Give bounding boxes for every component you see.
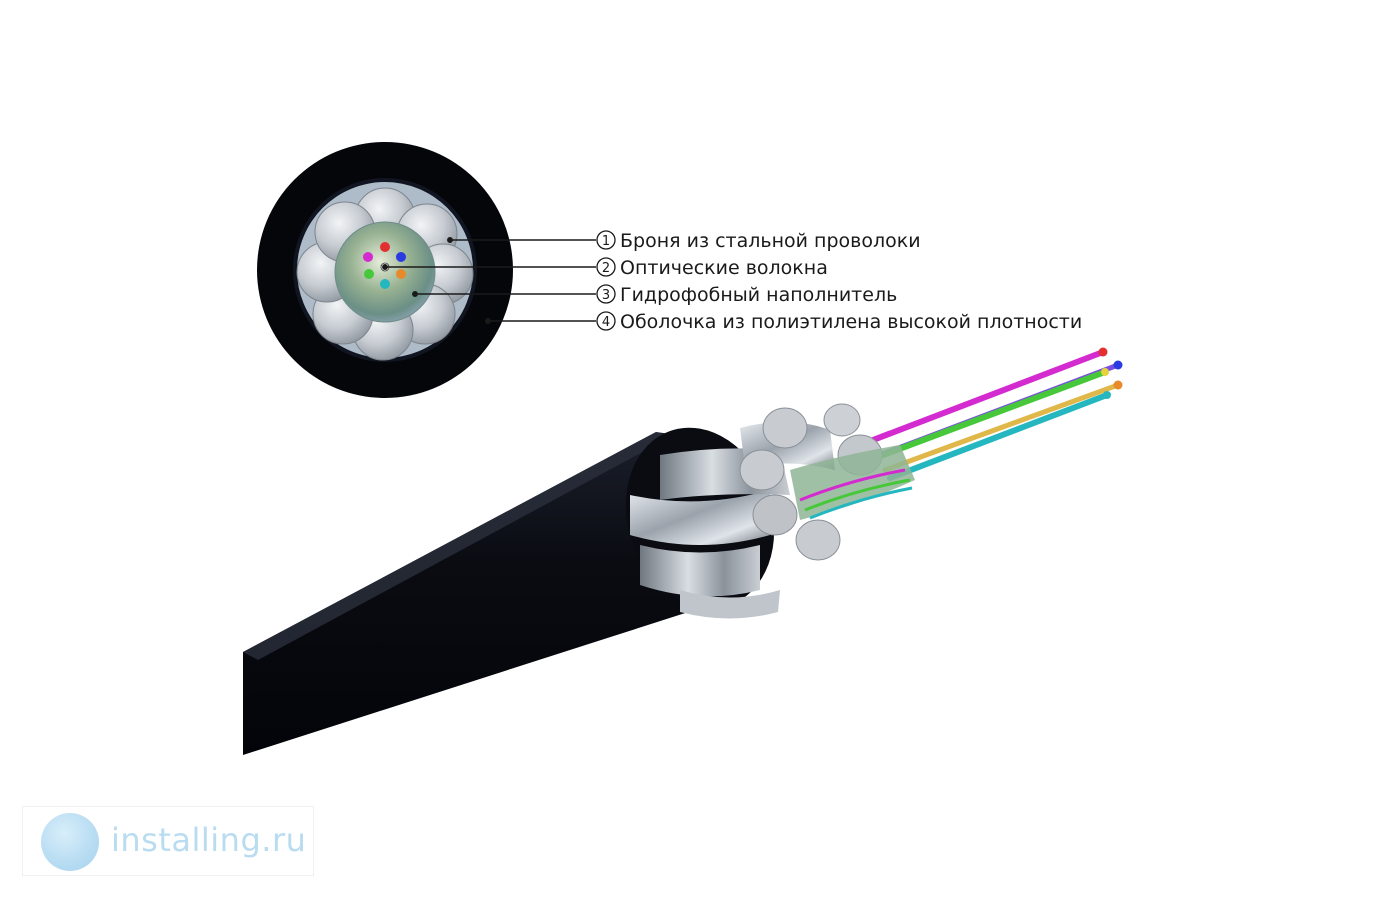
fiber-magenta <box>857 349 1106 448</box>
leader-lines <box>382 237 596 324</box>
watermark-text: installing.ru <box>111 821 307 859</box>
site-logo-icon <box>41 813 99 871</box>
optical-fibers-3d <box>857 347 1123 481</box>
fiber-in-filler <box>804 478 911 512</box>
callout-2: 2 Оптические волокна <box>596 257 828 279</box>
callout-label: Гидрофобный наполнитель <box>620 284 897 306</box>
steel-strand <box>630 490 770 545</box>
steel-wire-end <box>752 494 798 536</box>
callout-number: 3 <box>602 288 610 303</box>
fiber-dot <box>363 252 373 262</box>
steel-strand <box>640 545 760 597</box>
fiber-tip <box>1098 347 1108 357</box>
callout-label: Оболочка из полиэтилена высокой плотност… <box>620 311 1082 333</box>
fiber-dot <box>396 269 406 279</box>
steel-wires-3d <box>630 403 883 619</box>
callout-label: Оптические волокна <box>620 257 828 279</box>
fiber-dot <box>364 269 374 279</box>
steel-strand <box>680 590 780 619</box>
steel-wire-end <box>762 407 808 449</box>
cable-3d-view <box>243 347 1123 755</box>
fiber-tip <box>1101 368 1109 376</box>
watermark: installing.ru <box>22 806 314 876</box>
callout-number-circle <box>596 257 616 277</box>
callout-label: Броня из стальной проволоки <box>620 230 921 252</box>
callout-4: 4 Оболочка из полиэтилена высокой плотно… <box>596 311 1082 333</box>
fiber-green <box>867 369 1108 463</box>
cross-section <box>257 142 513 398</box>
fiber-tip <box>1103 391 1111 399</box>
fiber-cyan <box>887 392 1110 481</box>
fiber-gold <box>882 382 1121 473</box>
fiber-dot <box>380 242 390 252</box>
steel-wire-end <box>823 403 861 437</box>
leader-dot-3 <box>412 291 418 297</box>
callout-number: 1 <box>602 234 610 249</box>
steel-wire-end <box>795 519 841 561</box>
fiber-dot <box>396 252 406 262</box>
fiber-tip <box>1113 380 1123 390</box>
callout-number: 4 <box>602 315 610 330</box>
callout-number-circle <box>596 311 616 331</box>
hydrophobic-filler-core <box>334 221 436 323</box>
leader-dot-1 <box>447 237 453 243</box>
leader-dot-4 <box>485 318 491 324</box>
fiber-dot <box>380 279 390 289</box>
leader-dot-2 <box>382 264 388 270</box>
fiber-in-filler <box>809 486 913 520</box>
fiber-tip <box>1113 360 1123 370</box>
callout-number-circle <box>596 284 616 304</box>
callout-1: 1 Броня из стальной проволоки <box>596 230 921 252</box>
fiber-in-filler <box>799 468 906 502</box>
callout-number: 2 <box>602 261 610 276</box>
callout-number-circle <box>596 230 616 250</box>
steel-wire-end <box>739 449 785 491</box>
callout-3: 3 Гидрофобный наполнитель <box>596 284 897 306</box>
sheath-highlight <box>243 432 672 660</box>
callouts: 1 Броня из стальной проволоки 2 Оптическ… <box>596 230 1082 333</box>
